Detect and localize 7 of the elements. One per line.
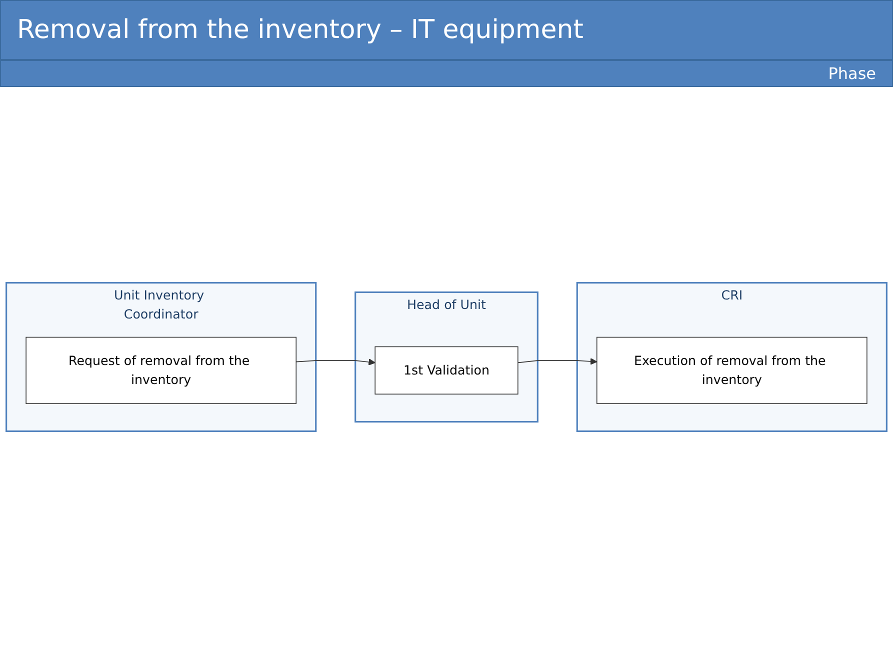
arrow	[296, 358, 376, 366]
node-box: Execution of removal from the inventory	[596, 336, 868, 404]
arrow	[518, 358, 598, 365]
node-box: 1st Validation	[374, 346, 518, 394]
node-box: Request of removal from the inventory	[26, 336, 296, 404]
diagram-title: Removal from the inventory – IT equipment	[0, 0, 893, 60]
phase-label: Phase	[828, 64, 876, 83]
